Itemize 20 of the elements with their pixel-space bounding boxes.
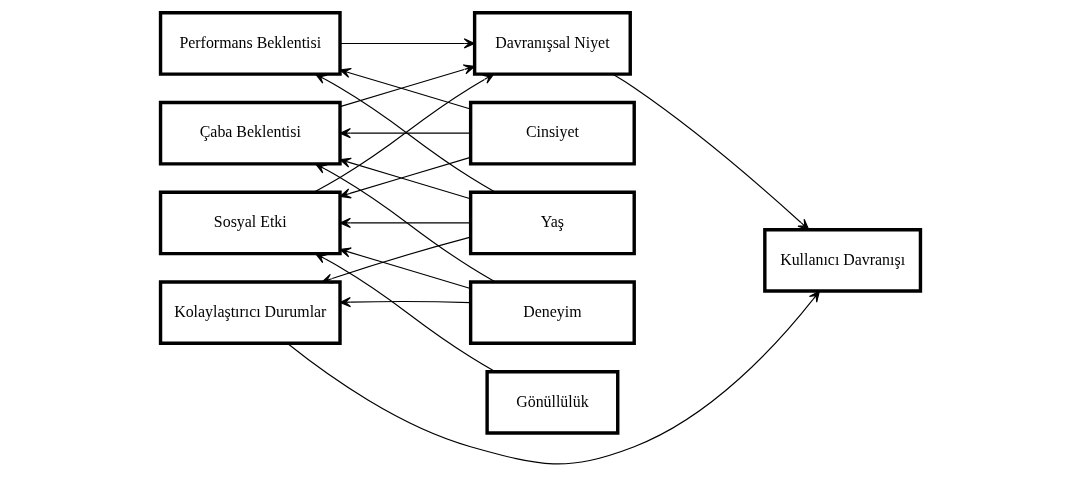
arrow xyxy=(315,163,496,283)
node-box: Çaba Beklentisi xyxy=(158,100,342,166)
arrow xyxy=(612,73,810,231)
node-box: Kullanıcı Davranışı xyxy=(763,228,923,293)
arrow xyxy=(287,290,820,465)
arrow xyxy=(339,247,471,290)
arrow xyxy=(339,217,471,229)
arrow xyxy=(339,38,475,49)
node-box: Gönüllülük xyxy=(485,370,620,435)
node-box: Deneyim xyxy=(468,280,636,346)
node-box: Cinsiyet xyxy=(468,100,636,166)
node-box: Sosyal Etki xyxy=(158,190,342,256)
node-box: Davranışsal Niyet xyxy=(472,11,632,76)
arrow xyxy=(339,128,471,139)
node-box: Performans Beklentisi xyxy=(158,11,342,76)
arrow xyxy=(339,297,471,308)
arrow xyxy=(315,253,496,373)
arrow xyxy=(321,236,472,284)
node-box: Yaş xyxy=(468,190,636,256)
node-box: Kolaylaştırıcı Durumlar xyxy=(158,280,342,346)
